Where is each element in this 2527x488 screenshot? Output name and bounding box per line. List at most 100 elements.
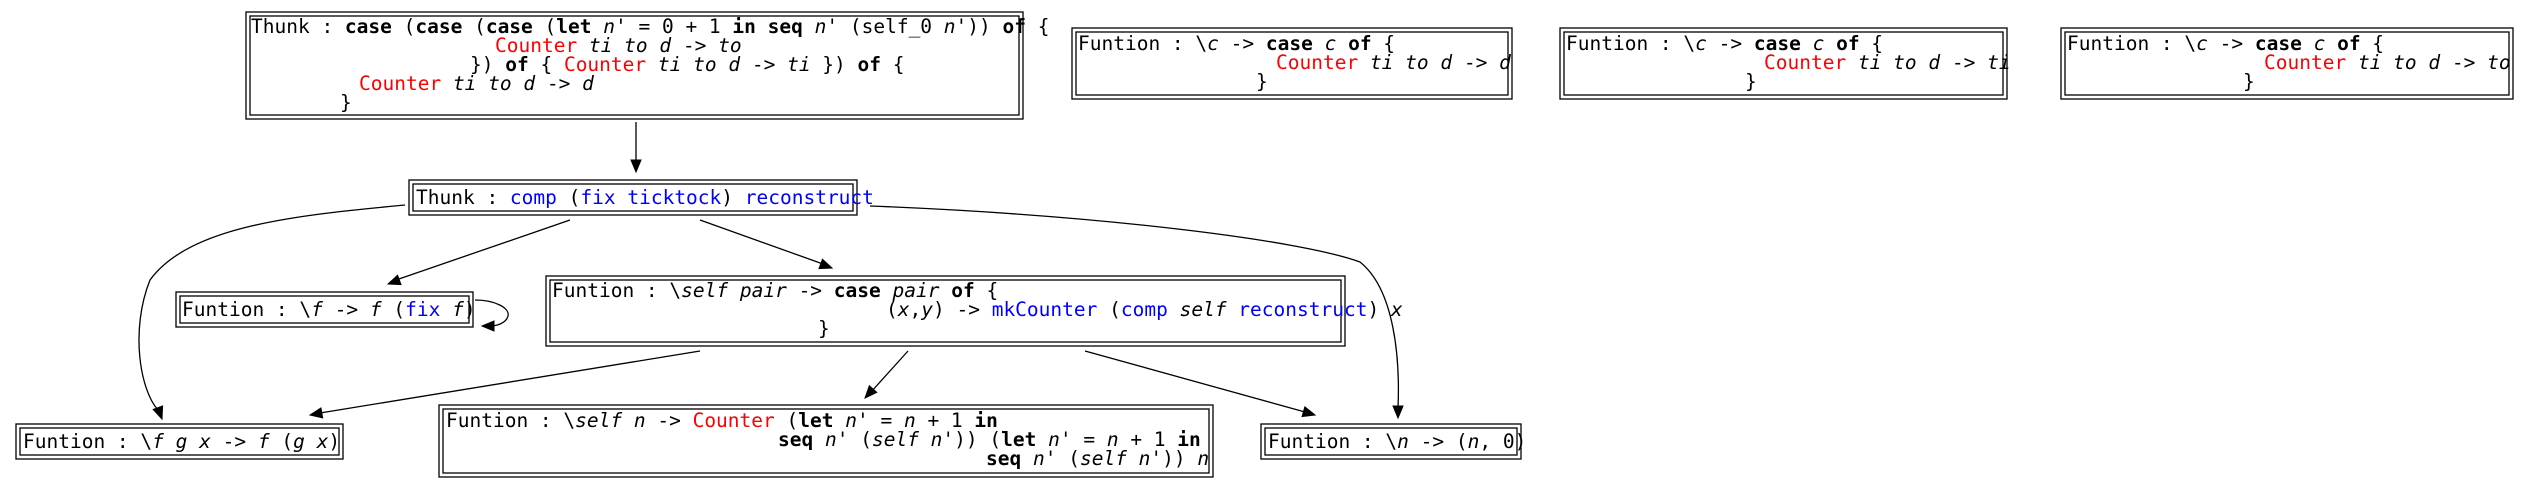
nodes-layer: Thunk : case (case (case (let n' = 0 + 1… bbox=[15, 11, 2514, 478]
code-token: in bbox=[732, 15, 755, 38]
code-token: n bbox=[1397, 430, 1409, 453]
edge-line bbox=[699, 219, 824, 265]
code-token: c bbox=[2314, 32, 2326, 55]
node-text-line: Funtion : \c -> case c of { bbox=[2067, 32, 2384, 55]
code-token bbox=[2417, 51, 2429, 74]
arrowhead-icon bbox=[818, 258, 834, 270]
edge-thunk-comp-to-fun-compose bbox=[138, 204, 406, 421]
code-token: case bbox=[2255, 32, 2302, 55]
code-token: d bbox=[1499, 51, 1511, 74]
node-text-line: Funtion : \self n -> Counter (let n' = n… bbox=[446, 409, 998, 432]
code-token: self bbox=[872, 428, 919, 451]
node-fun-self-pair: Funtion : \self pair -> case pair of {(x… bbox=[545, 275, 1403, 347]
code-token: } bbox=[818, 317, 830, 340]
code-token: n bbox=[1468, 430, 1480, 453]
edge-fun-fix-to-fun-fix bbox=[474, 299, 509, 332]
code-token: { bbox=[975, 279, 998, 302]
code-token: n' bbox=[815, 15, 838, 38]
code-token: = bbox=[869, 409, 904, 432]
code-token: Counter bbox=[495, 34, 577, 57]
code-token: c bbox=[2196, 32, 2208, 55]
code-token: , bbox=[910, 298, 922, 321]
code-token: ( bbox=[886, 298, 898, 321]
code-token: -> bbox=[646, 409, 693, 432]
code-token: -> bbox=[323, 298, 370, 321]
code-token: { bbox=[1860, 32, 1883, 55]
code-token: { bbox=[881, 53, 904, 76]
code-token: d bbox=[582, 72, 594, 95]
code-token: comp bbox=[510, 186, 557, 209]
edge-line bbox=[319, 350, 701, 414]
code-token: Funtion : \ bbox=[23, 430, 152, 453]
code-token: Thunk : bbox=[251, 15, 345, 38]
code-token: in bbox=[1177, 428, 1200, 451]
code-token: of bbox=[1836, 32, 1859, 55]
code-token: fix bbox=[580, 186, 615, 209]
node-fun-c-to: Funtion : \c -> case c of {Counter ti to… bbox=[2060, 27, 2514, 100]
code-token: n bbox=[1197, 447, 1209, 470]
code-token: n bbox=[904, 409, 916, 432]
code-token: Counter bbox=[1276, 51, 1358, 74]
node-outer-border bbox=[1071, 27, 1513, 100]
code-token: f bbox=[370, 298, 382, 321]
code-token bbox=[1393, 51, 1405, 74]
code-token bbox=[2346, 51, 2358, 74]
node-outer-border bbox=[1260, 423, 1522, 460]
code-token: ) bbox=[328, 430, 340, 453]
node-inner-border bbox=[442, 408, 1210, 474]
code-token bbox=[1846, 51, 1858, 74]
node-text-line: seq n' (self n')) (let n' = n + 1 in bbox=[778, 428, 1201, 451]
code-token: c bbox=[1325, 32, 1337, 55]
code-token: reconstruct bbox=[745, 186, 874, 209]
code-token bbox=[756, 15, 768, 38]
code-token: case bbox=[834, 279, 881, 302]
node-text-line: (x,y) -> mkCounter (comp self reconstruc… bbox=[886, 298, 1403, 321]
edges-layer bbox=[138, 122, 1404, 421]
node-inner-border bbox=[179, 295, 470, 324]
code-token: seq bbox=[778, 428, 813, 451]
node-fun-c-ti: Funtion : \c -> case c of {Counter ti to… bbox=[1559, 27, 2011, 100]
code-token bbox=[1186, 447, 1198, 470]
arrowhead-icon bbox=[480, 320, 495, 332]
code-token: Funtion : \ bbox=[1566, 32, 1695, 55]
node-text-line: Thunk : case (case (case (let n' = 0 + 1… bbox=[251, 15, 1049, 38]
code-token bbox=[512, 72, 524, 95]
code-token: n' bbox=[944, 15, 967, 38]
edge-thunk-comp-to-fun-fix bbox=[386, 219, 571, 286]
code-token bbox=[187, 430, 199, 453]
code-token: g bbox=[176, 430, 188, 453]
arrowhead-icon bbox=[386, 274, 402, 286]
node-text-line: Counter ti to d -> ti bbox=[1764, 51, 2011, 74]
code-token: of bbox=[2337, 32, 2360, 55]
node-inner-border bbox=[412, 183, 854, 212]
code-token: ( bbox=[1056, 447, 1079, 470]
code-token: )) bbox=[967, 15, 990, 38]
code-token bbox=[1021, 447, 1033, 470]
code-token: Funtion : \ bbox=[2067, 32, 2196, 55]
code-token: ( bbox=[392, 15, 415, 38]
code-token: ti bbox=[658, 53, 681, 76]
code-token: let bbox=[1001, 428, 1036, 451]
arrowhead-icon bbox=[1301, 406, 1317, 418]
code-token: x bbox=[897, 298, 910, 321]
code-token: ( bbox=[270, 430, 293, 453]
edge-thunk-case-to-thunk-comp bbox=[630, 122, 642, 174]
node-outer-border bbox=[2060, 27, 2514, 100]
code-token: -> bbox=[535, 72, 582, 95]
code-token: } bbox=[2243, 70, 2255, 93]
code-token: ( bbox=[533, 15, 556, 38]
code-token bbox=[1168, 298, 1180, 321]
code-token: -> bbox=[211, 430, 258, 453]
code-token bbox=[616, 186, 628, 209]
code-token: d bbox=[1928, 51, 1940, 74]
code-token: case bbox=[415, 15, 462, 38]
code-token: to bbox=[2487, 51, 2510, 74]
code-token: d bbox=[1440, 51, 1452, 74]
node-thunk-case: Thunk : case (case (case (let n' = 0 + 1… bbox=[245, 11, 1049, 120]
code-token: of bbox=[1348, 32, 1371, 55]
code-token: Thunk : bbox=[416, 186, 510, 209]
code-token: -> bbox=[1707, 32, 1754, 55]
code-token: Counter bbox=[1764, 51, 1846, 74]
code-token: + 1 bbox=[1119, 428, 1178, 451]
